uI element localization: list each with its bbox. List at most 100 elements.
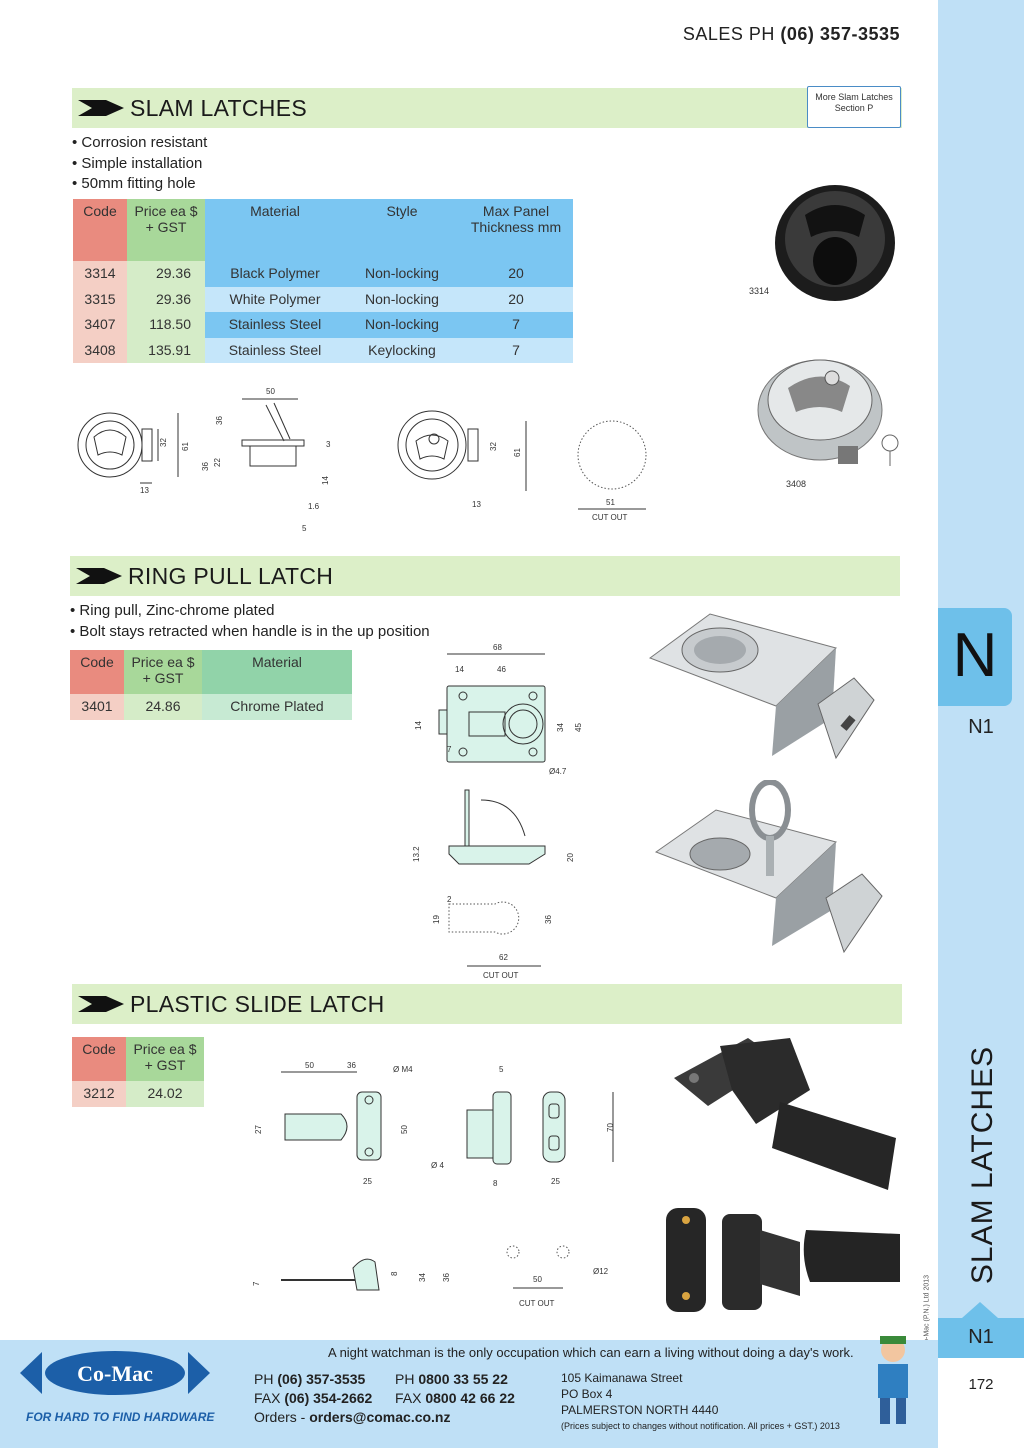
cell-material: Chrome Plated — [202, 694, 352, 720]
cell-price: 29.36 — [127, 261, 205, 287]
cutout-label: CUT OUT — [483, 971, 519, 980]
bottom-tab-pointer — [962, 1302, 998, 1318]
cutout-label: CUT OUT — [592, 513, 628, 522]
dim: 1.6 — [308, 502, 320, 511]
slam-section-bar: SLAM LATCHES — [72, 88, 902, 128]
dim: 50 — [533, 1275, 542, 1284]
dim: Ø M4 — [393, 1065, 413, 1074]
table-row: 3315 29.36 White Polymer Non-locking 20 — [73, 286, 573, 312]
dim: 8 — [493, 1179, 498, 1188]
cell-price: 24.02 — [126, 1081, 204, 1107]
dim: 14 — [414, 721, 423, 730]
table-row: 3408 135.91 Stainless Steel Keylocking 7 — [73, 337, 573, 363]
cell-thickness: 7 — [459, 337, 573, 363]
dim: 13.2 — [412, 846, 421, 862]
dim: 61 — [181, 442, 190, 451]
cell-code: 3315 — [73, 286, 127, 312]
more-slam-latches-note[interactable]: More Slam Latches Section P — [807, 86, 901, 128]
page-number: 172 — [968, 1376, 994, 1393]
stainless-slam-latch-photo — [757, 359, 899, 466]
footer-contacts-freephone: PH 0800 33 55 22 FAX 0800 42 66 22 — [395, 1371, 515, 1406]
col-header: Style — [345, 199, 459, 261]
dim: 34 — [418, 1273, 427, 1282]
slam-title: SLAM LATCHES — [130, 95, 307, 121]
cell-material: Stainless Steel — [205, 337, 345, 363]
dim: 25 — [551, 1177, 560, 1186]
table-row: 3401 24.86 Chrome Plated — [70, 694, 352, 720]
col-header: Code — [70, 650, 124, 694]
cell-price: 135.91 — [127, 337, 205, 363]
cell-code: 3408 — [73, 337, 127, 363]
dim: 36 — [201, 462, 210, 471]
cell-material: Stainless Steel — [205, 312, 345, 338]
dim: 32 — [159, 438, 168, 447]
cell-code: 3401 — [70, 694, 124, 720]
dim: 36 — [347, 1061, 356, 1070]
feature-item: • Simple installation — [72, 154, 203, 172]
sales-phone-header: SALES PH (06) 357-3535 — [682, 24, 900, 44]
cell-material: Black Polymer — [205, 261, 345, 287]
cell-style: Keylocking — [345, 337, 459, 363]
plastic-slide-latch-parts-photo — [666, 1208, 900, 1312]
col-header: Max Panel Thickness mm — [459, 199, 573, 261]
dim: 13 — [140, 486, 149, 495]
cell-price: 118.50 — [127, 312, 205, 338]
section-tab[interactable] — [938, 608, 1012, 706]
section-arrow-icon — [78, 996, 124, 1012]
dim: 45 — [574, 723, 583, 732]
dim: 20 — [566, 853, 575, 862]
dim: Ø 4 — [431, 1161, 444, 1170]
dim: 5 — [499, 1065, 504, 1074]
dim: 8 — [390, 1271, 399, 1276]
dim: 25 — [363, 1177, 372, 1186]
ring-pull-diagrams: 68 14 46 14 34 45 7 Ø4.7 13.2 20 2 19 36… — [412, 643, 583, 980]
dim: 50 — [305, 1061, 314, 1070]
table-row: 3314 29.36 Black Polymer Non-locking 20 — [73, 261, 573, 287]
slam-price-table: Code Price ea $ + GST Material Style Max… — [73, 199, 573, 363]
plastic-title: PLASTIC SLIDE LATCH — [130, 991, 385, 1017]
comac-logo: Co-Mac — [20, 1351, 210, 1395]
col-header: Price ea $ + GST — [126, 1037, 204, 1081]
dim: 50 — [266, 387, 275, 396]
dim: 3 — [326, 440, 331, 449]
footer-quote: A night watchman is the only occupation … — [328, 1345, 854, 1360]
dim: 70 — [606, 1123, 615, 1132]
cell-style: Non-locking — [345, 312, 459, 338]
cell-thickness: 20 — [459, 261, 573, 287]
col-header: Material — [202, 650, 352, 694]
section-code: N1 — [968, 716, 994, 738]
dim: 7 — [252, 1281, 261, 1286]
section-arrow-icon — [76, 568, 122, 584]
cell-thickness: 20 — [459, 286, 573, 312]
dim: 5 — [302, 524, 307, 533]
cell-code: 3314 — [73, 261, 127, 287]
footer-address: 105 Kaimanawa Street PO Box 4 PALMERSTON… — [561, 1371, 840, 1431]
cell-style: Non-locking — [345, 261, 459, 287]
dim: 36 — [442, 1273, 451, 1282]
feature-item: • 50mm fitting hole — [72, 175, 196, 192]
cell-code: 3407 — [73, 312, 127, 338]
bottom-tab — [938, 1318, 1024, 1358]
logo-text: Co-Mac — [77, 1361, 153, 1386]
ring-pull-latch-photo-closed — [648, 613, 875, 760]
dim: 51 — [606, 498, 615, 507]
col-header: Price ea $ + GST — [127, 199, 205, 261]
dim: 27 — [254, 1125, 263, 1134]
dim: 36 — [544, 915, 553, 924]
dim: 22 — [213, 458, 222, 467]
ring-section-bar: RING PULL LATCH — [70, 556, 900, 596]
cell-thickness: 7 — [459, 312, 573, 338]
dim: 14 — [321, 476, 330, 485]
orders-email-link[interactable]: orders@comac.co.nz — [309, 1409, 451, 1425]
bottom-tab-label: N1 — [968, 1326, 994, 1348]
dim: Ø4.7 — [549, 767, 567, 776]
slam-features: • Corrosion resistant • Simple installat… — [72, 133, 207, 195]
cell-price: 29.36 — [127, 286, 205, 312]
dim: 7 — [447, 745, 452, 754]
dim: 34 — [556, 723, 565, 732]
table-row: 3212 24.02 — [72, 1081, 204, 1107]
plastic-section-bar: PLASTIC SLIDE LATCH — [72, 984, 902, 1024]
col-header: Code — [73, 199, 127, 261]
dim: Ø12 — [593, 1267, 609, 1276]
photo-label: 3408 — [786, 479, 807, 489]
